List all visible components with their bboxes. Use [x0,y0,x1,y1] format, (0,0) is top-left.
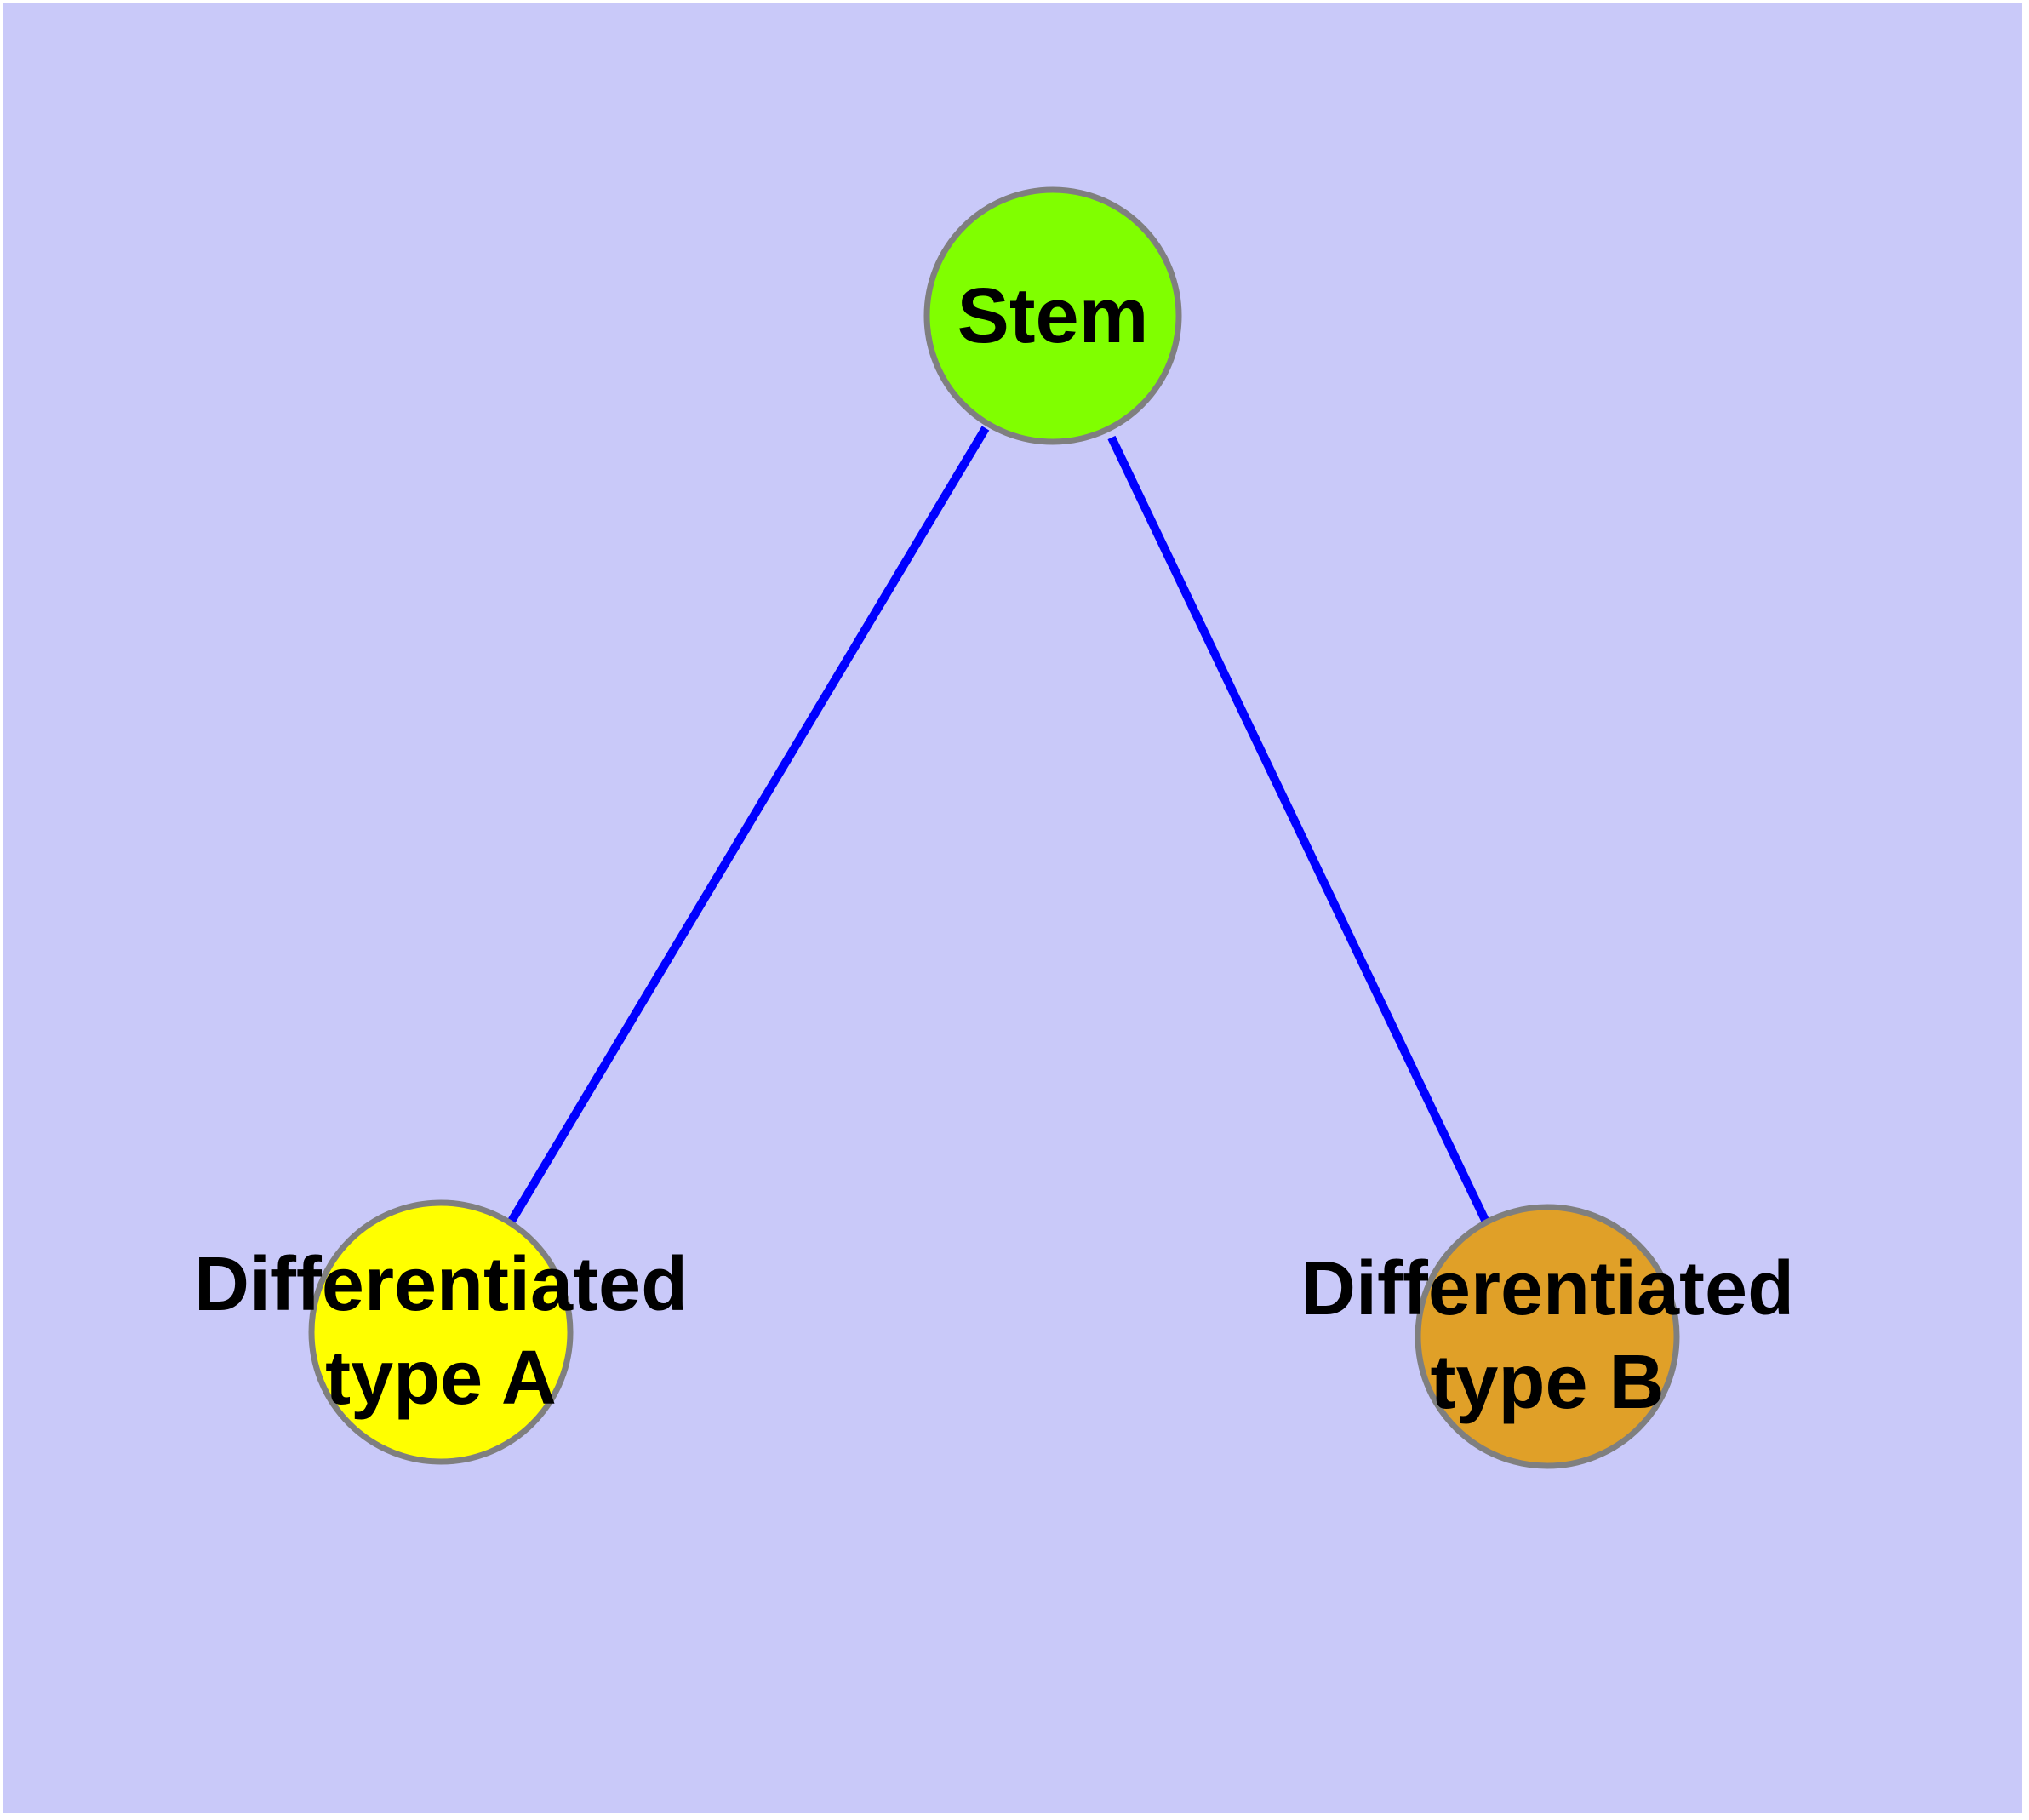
graph-node-diff_a[interactable] [308,1199,574,1465]
edge-layer [506,426,1495,1235]
graph-edge-stem-to-diff-a [506,426,990,1225]
node-layer [308,186,1680,1469]
graph-svg [308,186,1680,1469]
graph-node-stem[interactable] [923,186,1182,445]
graph-node-diff_b[interactable] [1415,1204,1680,1469]
graph-edge-stem-to-diff-b [1107,435,1495,1235]
